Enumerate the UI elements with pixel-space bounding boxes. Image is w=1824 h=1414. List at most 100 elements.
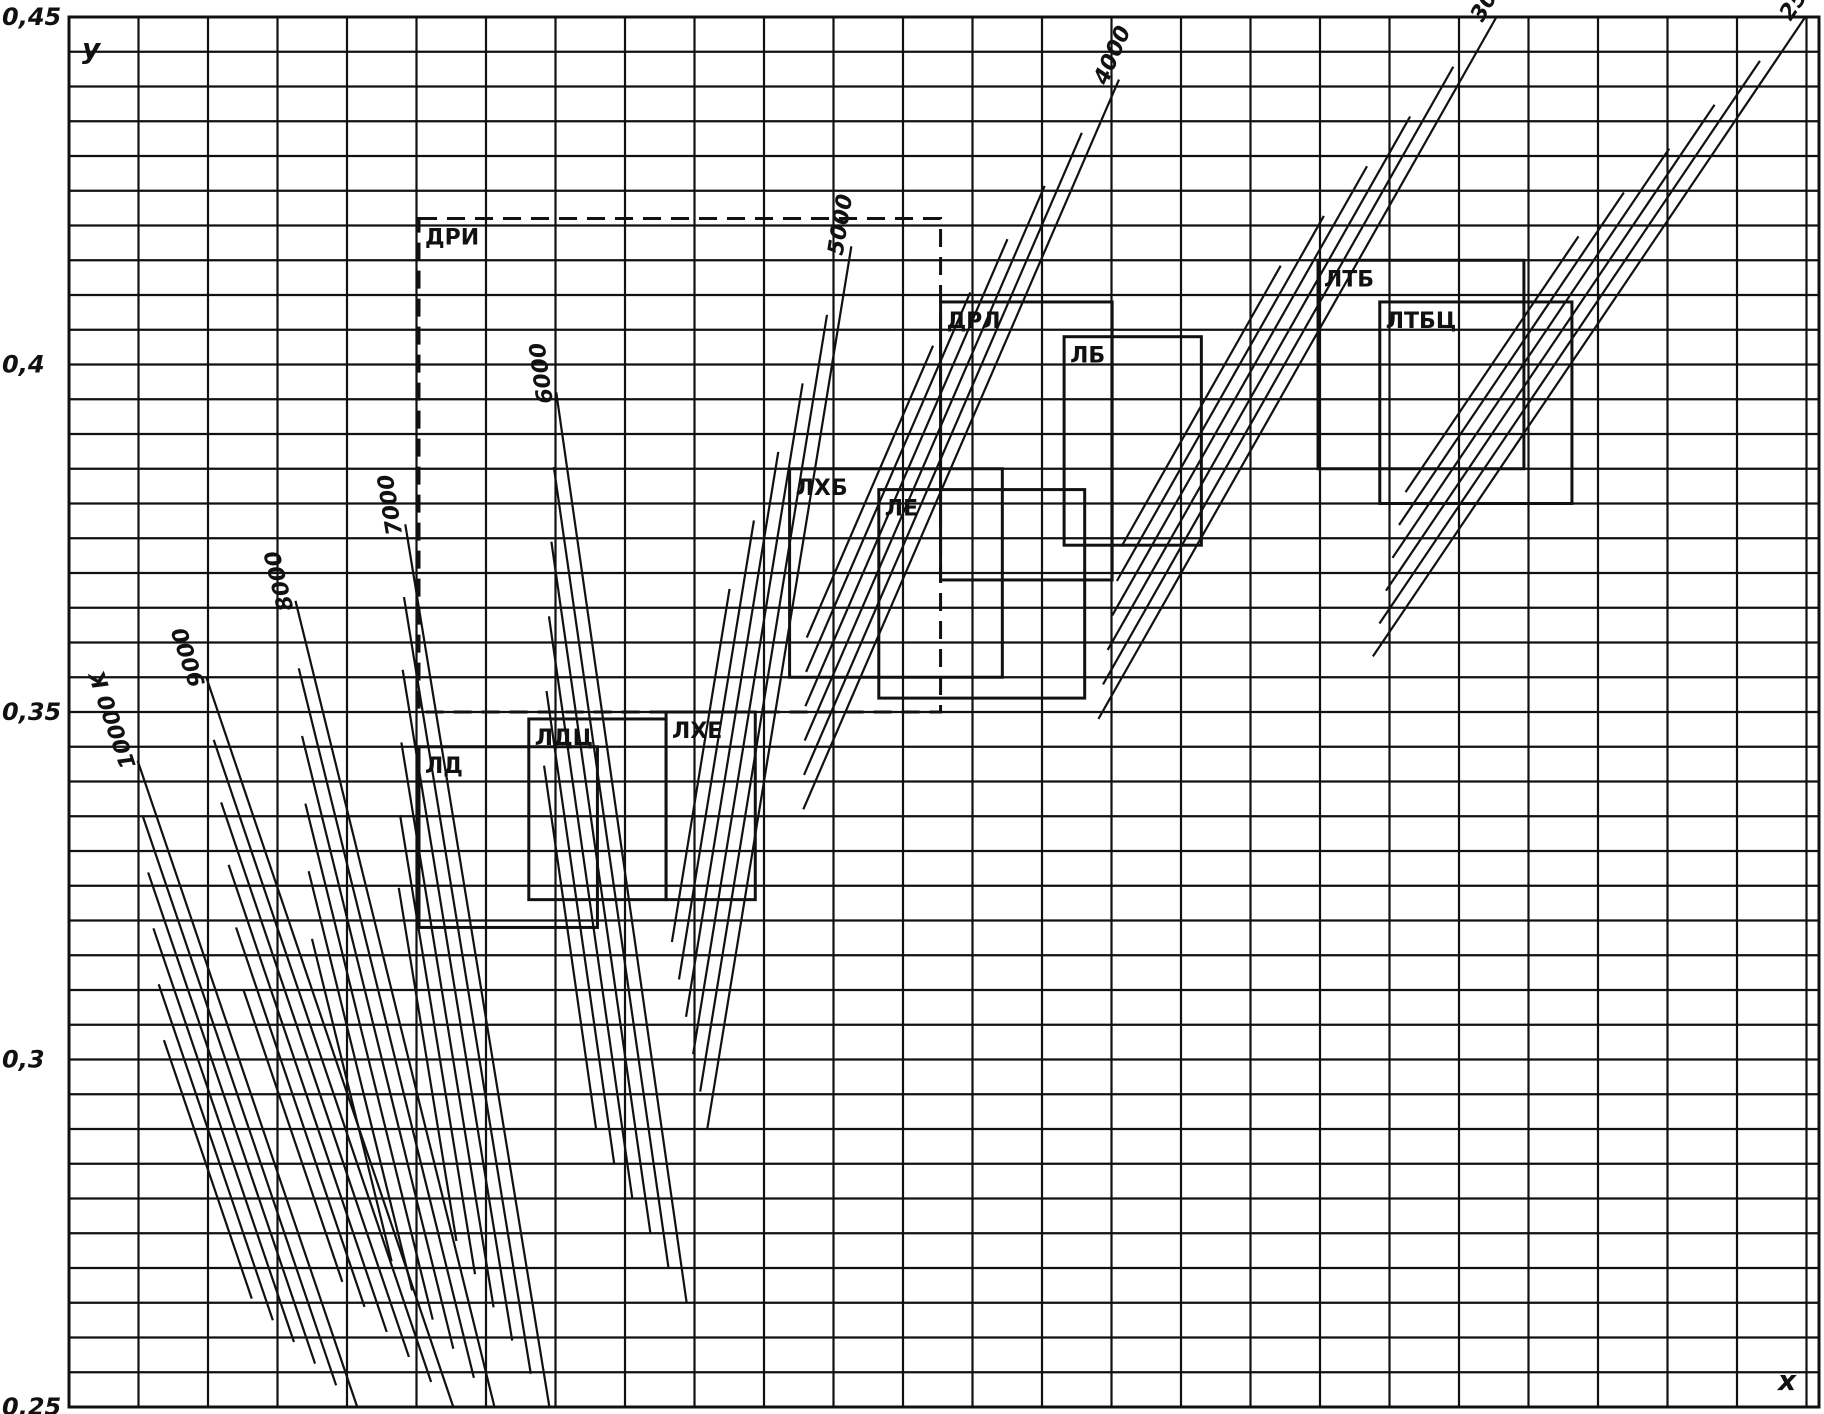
isotemperature-label: 9000 — [168, 624, 211, 690]
isotemperature-group: 6000 — [525, 341, 688, 1303]
isotemperature-group: 4000 — [802, 22, 1137, 810]
isotemperature-hatch — [1398, 191, 1625, 526]
isotemperature-hatch — [162, 1039, 253, 1299]
isotemperature-hatch — [1115, 215, 1325, 582]
isotemperature-hatch — [397, 887, 458, 1242]
plot-frame — [67, 15, 1821, 1409]
tolerance-box-label: ЛЕ — [885, 497, 918, 522]
tolerance-box-label: ДРИ — [425, 226, 479, 251]
tolerance-box-outline — [1316, 258, 1526, 471]
isotemperature-group: 10000 K — [85, 666, 359, 1408]
isotemperature-line — [205, 676, 455, 1408]
isotemperature-label: 7000 — [374, 473, 409, 537]
tolerance-box: ЛБ — [1062, 335, 1203, 547]
tolerance-box-outline — [939, 300, 1114, 582]
isotemperature-label: 5000 — [824, 193, 859, 257]
isotemperature-hatch — [297, 668, 475, 1379]
isotemperature-hatch — [242, 989, 344, 1283]
y-tick-label: 0,4 — [2, 351, 45, 379]
tolerance-box-label: ЛТБ — [1324, 267, 1374, 292]
isotemperature-line — [136, 760, 359, 1408]
tolerance-box: ЛЕ — [877, 488, 1087, 700]
isotemperature-group: 3000 — [1097, 0, 1518, 720]
isotemperature-hatch — [152, 927, 295, 1343]
tolerance-box-outline — [664, 710, 757, 902]
isotemperature-hatch — [400, 742, 495, 1308]
isotemperature-hatch — [1378, 60, 1761, 625]
isotemperature-group: 7000 — [374, 473, 551, 1408]
isotemperature-label: 6000 — [525, 341, 558, 405]
isotemperature-hatch — [552, 466, 670, 1269]
tolerance-box-label: ЛХЕ — [672, 719, 722, 744]
tolerance-box-label: ДРЛ — [947, 309, 1001, 334]
isotemperature-hatch — [304, 803, 434, 1320]
isotemperature-lines: 10000 K 9000 8000 7000 6000 5000 4000 3000 2500 … — [85, 0, 1824, 1408]
isotemperature-hatch — [677, 520, 756, 980]
isotemperature-hatch — [301, 735, 455, 1349]
tolerance-box-outline — [1378, 300, 1574, 506]
isotemperature-hatch — [1404, 235, 1580, 493]
isotemperature-hatch — [1111, 165, 1368, 617]
isotemperature-hatch — [803, 185, 1046, 742]
isotemperature-line — [1372, 16, 1807, 658]
isotemperature-hatch — [401, 669, 514, 1341]
isotemperature-hatch — [402, 596, 532, 1374]
isotemperature-hatch — [307, 870, 414, 1291]
isotemperature-hatch — [398, 815, 477, 1275]
isotemperature-hatch — [157, 983, 274, 1321]
isotemperature-hatch — [212, 739, 433, 1383]
tolerance-box-outline — [1062, 335, 1203, 547]
isotemperature-line — [802, 79, 1121, 810]
tolerance-box-label: ЛТБЦ — [1386, 309, 1456, 334]
isotemperature-hatch — [220, 801, 410, 1358]
isotemperature-hatch — [310, 938, 393, 1262]
isotemperature-label: 4000 — [1089, 22, 1137, 89]
tolerance-box: ЛТБ — [1316, 258, 1526, 471]
isotemperature-hatch — [1385, 104, 1716, 592]
tolerance-boxes: ДРИ ЛД ЛДЦ ЛХЕ ЛХБ ДРЛ ЛЕ ЛБ ЛТБ ЛТБЦ — [417, 217, 1574, 929]
tolerance-box: ЛТБЦ — [1378, 300, 1574, 506]
isotemperature-line — [555, 392, 688, 1303]
isotemperature-hatch — [235, 927, 366, 1308]
tolerance-box-label: ЛХБ — [796, 476, 848, 501]
isotemperature-hatch — [141, 816, 338, 1386]
tolerance-box-label: ЛДЦ — [535, 726, 593, 751]
tolerance-box-outline — [788, 467, 1004, 679]
isotemperature-line — [294, 600, 496, 1408]
isotemperature-hatch — [547, 616, 634, 1200]
y-axis-label: y — [82, 32, 102, 65]
isotemperature-line — [706, 246, 853, 1130]
isotemperature-hatch — [803, 132, 1083, 776]
tolerance-box: ЛХБ — [788, 467, 1004, 679]
tolerance-box: ЛХЕ — [664, 710, 757, 902]
isotemperature-hatch — [805, 345, 935, 638]
isotemperature-hatch — [542, 765, 598, 1131]
isotemperature-label: 2500 K — [1775, 0, 1824, 25]
isotemperature-hatch — [670, 588, 731, 943]
grid — [69, 17, 1819, 1407]
tolerance-box-outline — [417, 745, 599, 929]
y-tick-label: 0,45 — [2, 3, 61, 31]
isotemperature-hatch — [684, 451, 780, 1017]
isotemperature-hatch — [227, 864, 388, 1333]
isotemperature-hatch — [804, 238, 1009, 707]
isotemperature-hatch — [699, 314, 829, 1092]
y-tick-labels: 0,45 0,4 0,35 0,3 0,25 — [2, 3, 61, 1414]
y-tick-label: 0,35 — [2, 698, 61, 726]
y-tick-label: 0,3 — [2, 1046, 45, 1074]
isotemperature-label: 10000 K — [85, 666, 142, 772]
isotemperature-line — [404, 524, 551, 1408]
tolerance-box-label: ЛБ — [1070, 344, 1105, 369]
tolerance-box-label: ЛД — [425, 754, 463, 779]
tolerance-box-outline — [877, 488, 1087, 700]
isotemperature-label: 8000 — [260, 548, 299, 613]
isotemperature-hatch — [1391, 147, 1671, 559]
isotemperature-label: 3000 — [1466, 0, 1518, 26]
isotemperature-hatch — [692, 383, 804, 1055]
isotemperature-hatch — [1102, 66, 1455, 686]
tolerance-box: ДРЛ — [939, 300, 1114, 582]
isotemperature-hatch — [805, 291, 972, 673]
y-tick-label: 0,25 — [2, 1393, 61, 1414]
isotemperature-line — [1097, 16, 1498, 720]
